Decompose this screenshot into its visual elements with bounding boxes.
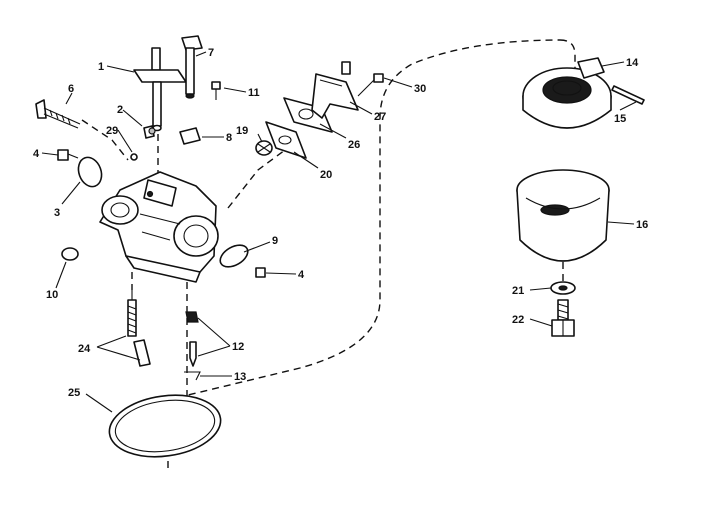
part-idle-screw <box>35 99 81 129</box>
leader-lines <box>41 51 637 413</box>
callout-labels: 1 7 6 2 29 11 8 4 3 9 4 10 24 12 13 25 1… <box>33 47 648 399</box>
part-washer <box>550 281 576 295</box>
callout-8: 8 <box>226 132 232 144</box>
part-small-screw <box>211 81 221 100</box>
part-main-jet <box>127 290 151 367</box>
alignment-line-left <box>81 119 129 161</box>
part-ball <box>130 153 138 161</box>
part-welch-plug <box>61 247 79 261</box>
part-bolt <box>551 299 575 337</box>
part-screw-right <box>255 267 266 278</box>
part-clip <box>143 125 156 139</box>
part-diaphragm <box>283 97 333 133</box>
part-air-cleaner-bowl <box>516 169 610 262</box>
callout-30: 30 <box>414 83 426 95</box>
callout-3: 3 <box>54 207 60 219</box>
callout-26: 26 <box>348 139 360 151</box>
callout-16: 16 <box>636 219 648 231</box>
part-cover-screw <box>357 73 384 97</box>
callout-4-right: 4 <box>298 269 305 281</box>
callout-7: 7 <box>208 47 214 59</box>
part-gasket <box>265 121 307 159</box>
part-screw-left <box>57 149 79 161</box>
part-throttle-plate <box>77 156 103 188</box>
callout-10: 10 <box>46 289 58 301</box>
callout-25: 25 <box>68 387 80 399</box>
part-choke-lever <box>179 127 201 145</box>
callout-20: 20 <box>320 169 332 181</box>
part-pin <box>611 85 645 105</box>
callout-15: 15 <box>614 113 626 125</box>
callout-2: 2 <box>117 104 123 116</box>
callout-14: 14 <box>626 57 639 69</box>
part-throttle-shaft <box>133 47 187 132</box>
callout-1: 1 <box>98 61 104 73</box>
part-seat <box>255 140 273 156</box>
part-bowl-ring <box>108 394 222 458</box>
callout-24: 24 <box>78 343 91 355</box>
alignment-line-cover <box>227 149 286 209</box>
callout-6: 6 <box>68 83 74 95</box>
callout-21: 21 <box>512 285 524 297</box>
callout-11: 11 <box>248 87 260 99</box>
callout-4-left: 4 <box>33 148 40 160</box>
part-inlet-needle <box>185 311 199 367</box>
part-choke-shaft <box>181 35 203 99</box>
callout-29: 29 <box>106 125 118 137</box>
air-cleaner-boundary <box>559 39 576 75</box>
callout-9: 9 <box>272 235 278 247</box>
part-needle-clip <box>184 371 201 381</box>
callout-27: 27 <box>374 111 386 123</box>
callout-22: 22 <box>512 314 524 326</box>
part-cover <box>311 61 359 119</box>
part-choke-plate <box>219 244 249 268</box>
callout-19: 19 <box>236 125 248 137</box>
part-carburetor-body <box>99 171 219 283</box>
callout-13: 13 <box>234 371 246 383</box>
part-air-cleaner-top <box>522 57 612 129</box>
callout-12: 12 <box>232 341 244 353</box>
